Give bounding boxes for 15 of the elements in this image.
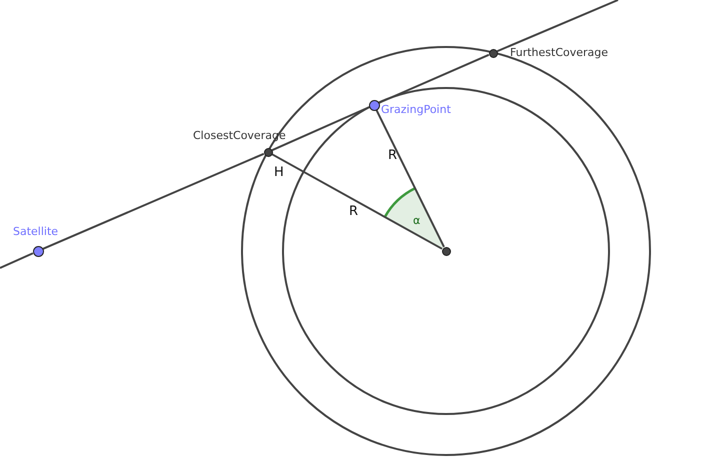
angle-label: α (413, 214, 420, 227)
line-segment (378, 54, 490, 104)
line-segment (42, 152, 264, 250)
point-label: FurthestCoverage (510, 46, 608, 59)
line-segment (271, 153, 443, 250)
line-segment (496, 0, 618, 52)
edge-label: R (388, 148, 398, 163)
segment-label: R (349, 204, 358, 219)
point-marker (442, 246, 450, 256)
line-segment (376, 110, 445, 248)
line-segment (0, 252, 34, 269)
point-label: Satellite (13, 225, 58, 238)
line-segment (272, 106, 370, 152)
segment-label: H (274, 165, 284, 180)
point-label: GrazingPoint (381, 103, 451, 116)
